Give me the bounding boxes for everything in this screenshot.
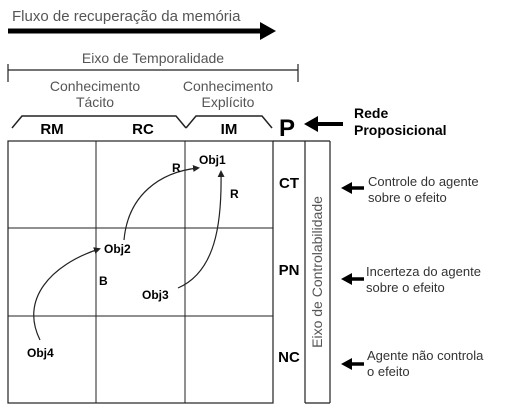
control-axis-bracket <box>305 140 331 404</box>
flow-label: Fluxo de recuperação da memória <box>12 8 241 25</box>
proposicional-note-1: Rede <box>354 105 388 121</box>
column-header-rm: RM <box>40 121 63 138</box>
explicit-knowledge-label-1: Conhecimento <box>183 78 273 94</box>
edge-label-r-top: R <box>172 161 181 175</box>
edge-label-r-right: R <box>230 187 239 201</box>
control-axis-label: Eixo de Controlabilidade <box>309 196 325 348</box>
row-note-1-line-2: sobre o efeito <box>368 190 447 205</box>
column-header-rc: RC <box>132 121 154 138</box>
row-note-1-line-1: Controle do agente <box>368 174 479 189</box>
row-note-2-line-2: sobre o efeito <box>366 280 445 295</box>
tacit-knowledge-label-2: Tácito <box>76 94 114 110</box>
explicit-bracket <box>185 115 273 129</box>
arrow-obj4-to-obj2 <box>33 247 101 341</box>
row-note-2-line-1: Incerteza do agente <box>366 264 481 279</box>
column-header-im: IM <box>221 121 238 138</box>
p-column-label: P <box>279 115 295 142</box>
object-obj4: Obj4 <box>27 346 54 360</box>
object-obj3: Obj3 <box>142 288 169 302</box>
flow-arrow-icon <box>8 22 276 40</box>
arrow-obj3-to-obj1 <box>177 170 225 289</box>
row-note-3-line-1: Agente não controla <box>367 348 484 363</box>
row-note-arrow-icon-1 <box>341 182 364 194</box>
explicit-knowledge-label-2: Explícito <box>202 94 255 110</box>
row-note-3-line-2: o efeito <box>367 364 410 379</box>
row-note-arrow-icon-3 <box>341 358 364 370</box>
edge-label-b: B <box>99 274 108 288</box>
temporal-axis-bracket <box>7 64 299 82</box>
tacit-bracket <box>11 115 187 129</box>
memory-grid <box>7 140 306 404</box>
object-obj2: Obj2 <box>104 242 131 256</box>
arrow-obj2-to-obj1 <box>123 165 200 241</box>
temporal-axis-label: Eixo de Temporalidade <box>82 50 224 66</box>
row-label-ct: CT <box>279 175 299 192</box>
proposicional-note-2: Proposicional <box>354 122 447 138</box>
row-note-arrow-icon-2 <box>341 273 364 285</box>
row-label-nc: NC <box>278 349 300 366</box>
object-obj1: Obj1 <box>199 153 226 167</box>
proposicional-arrow-icon <box>304 116 343 132</box>
tacit-knowledge-label-1: Conhecimento <box>50 78 140 94</box>
row-label-pn: PN <box>279 262 300 279</box>
